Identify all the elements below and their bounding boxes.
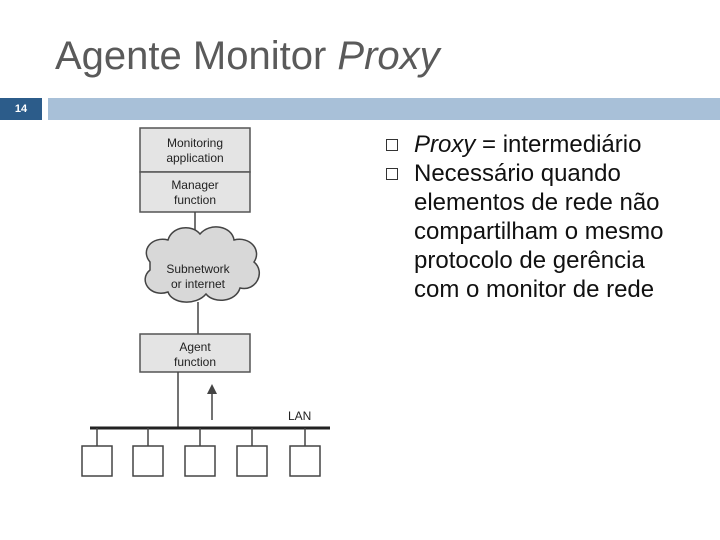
slide-title: Agente Monitor Proxy — [55, 34, 440, 79]
subnetwork-cloud — [144, 226, 260, 303]
header-bar — [48, 98, 720, 120]
lan-device — [184, 445, 216, 477]
agent-line1: Agent — [179, 340, 211, 354]
monitoring-line2: application — [166, 151, 223, 165]
bullet-italic: Proxy — [414, 131, 476, 158]
monitoring-line1: Monitoring — [167, 136, 223, 150]
cloud-line2: or internet — [171, 277, 226, 291]
upward-arrow-head — [207, 384, 217, 394]
lan-device — [236, 445, 268, 477]
manager-line1: Manager — [171, 178, 218, 192]
agent-function-box — [139, 333, 251, 373]
square-bullet-icon — [386, 139, 398, 151]
bullet-item: Necessário quando elementos de rede não … — [386, 159, 686, 304]
manager-function-box — [139, 171, 251, 213]
bullet-text: Necessário quando elementos de rede não … — [414, 160, 664, 303]
square-bullet-icon — [386, 168, 398, 180]
cloud-line1: Subnetwork — [166, 262, 230, 276]
bullet-list: Proxy = intermediário Necessário quando … — [386, 130, 686, 304]
slide-number: 14 — [0, 98, 42, 120]
bullet-text: = intermediário — [475, 131, 642, 158]
bullet-item: Proxy = intermediário — [386, 130, 686, 159]
lan-device — [289, 445, 321, 477]
monitoring-application-box — [139, 127, 251, 173]
lan-label: LAN — [288, 409, 311, 423]
lan-device — [81, 445, 113, 477]
title-plain: Agente Monitor — [55, 34, 327, 78]
agent-line2: function — [174, 355, 216, 369]
proxy-diagram: Monitoring application Manager function … — [81, 127, 330, 477]
title-italic: Proxy — [337, 34, 440, 78]
lan-device — [132, 445, 164, 477]
manager-line2: function — [174, 193, 216, 207]
